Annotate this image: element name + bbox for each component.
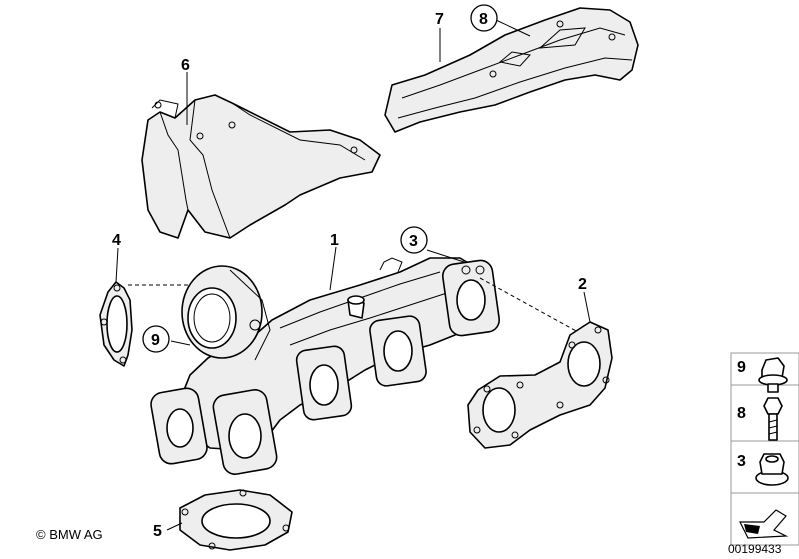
callout-5: 5 bbox=[153, 523, 162, 540]
callout-7: 7 bbox=[435, 11, 444, 28]
direction-arrow-icon bbox=[739, 509, 789, 539]
callout-1: 1 bbox=[330, 232, 339, 249]
callout-9-circle bbox=[142, 325, 170, 353]
callout-9: 9 bbox=[151, 332, 160, 349]
side-panel-number-3: 3 bbox=[737, 453, 746, 470]
side-panel-number-9: 9 bbox=[737, 359, 746, 376]
exhaust-manifold-part-1 bbox=[150, 257, 501, 475]
hex-flange-nut-icon bbox=[755, 453, 789, 486]
callout-2: 2 bbox=[578, 276, 587, 293]
callout-3-circle bbox=[400, 226, 428, 254]
gasket-part-4 bbox=[99, 281, 133, 367]
copyright-text: © BMW AG bbox=[36, 527, 103, 542]
heat-shield-part-6 bbox=[141, 94, 381, 239]
callout-3: 3 bbox=[409, 233, 418, 250]
hex-flange-bolt-icon bbox=[758, 357, 788, 393]
gasket-part-2 bbox=[467, 321, 613, 449]
callout-8-circle bbox=[470, 4, 498, 32]
heat-shield-part-7 bbox=[384, 7, 639, 133]
leader-lines bbox=[115, 19, 591, 531]
gasket-part-5 bbox=[179, 489, 293, 551]
side-panel-number-8: 8 bbox=[737, 405, 746, 422]
document-number: 00199433 bbox=[728, 542, 782, 556]
fastener-side-panel: 9 8 3 bbox=[730, 352, 799, 546]
hex-bolt-icon bbox=[763, 397, 783, 441]
callout-8: 8 bbox=[479, 11, 488, 28]
callout-6: 6 bbox=[181, 57, 190, 74]
callouts: 6 7 8 1 3 2 4 9 5 bbox=[112, 4, 587, 540]
callout-4: 4 bbox=[112, 232, 121, 249]
